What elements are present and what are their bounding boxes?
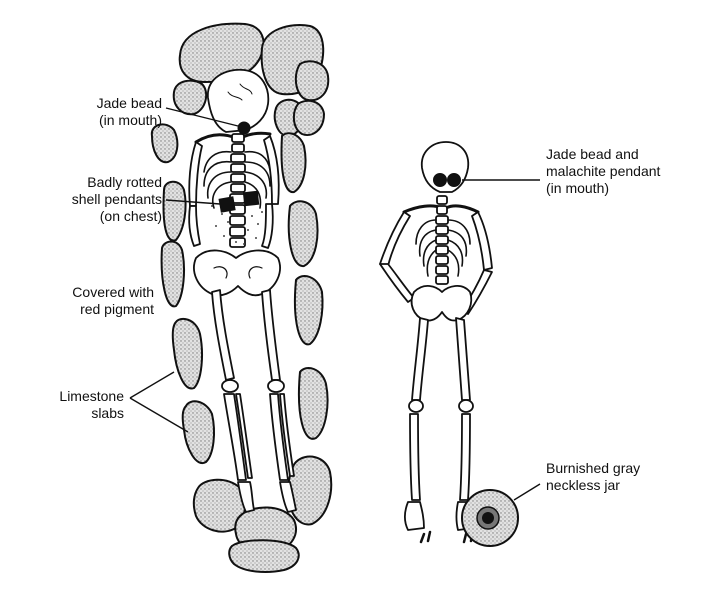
ribs-right [415,219,471,277]
label-line: red pigment [80,301,154,317]
left-humerus-right [379,211,411,267]
slab-right-waist [287,200,319,267]
neckless-jar [461,489,519,547]
label-line: shell pendants [71,191,162,207]
leader-lines [129,107,541,501]
label-line: (on chest) [99,208,162,224]
leader-limestone-2 [129,397,189,433]
label-line: Jade bead [96,95,162,111]
leader-gray-jar [513,483,541,501]
grave-goods-left [218,121,260,213]
label-line: (in mouth) [546,180,610,196]
left-knee-right [408,399,424,413]
toe-bones-right [419,530,474,544]
right-humerus-right [471,211,493,271]
label-jade-bead-mouth: Jade bead (in mouth) [40,95,162,129]
slab-right-upper [292,99,326,136]
slab-left-knee [171,317,203,390]
right-knee-right [458,399,474,413]
slab-right-foot [286,455,333,526]
leader-limestone-1 [129,371,175,399]
limestone-slabs-left-burial [150,22,333,573]
spine-right [435,195,449,285]
slab-left-waist [160,240,185,308]
right-fibula-left [279,393,295,477]
slab-head-right [294,60,330,102]
shell-pendant-left-1 [218,196,236,213]
left-femur-left [211,289,235,381]
label-shell-pendants: Badly rotted shell pendants (on chest) [20,174,162,225]
label-limestone-slabs: Limestone slabs [20,388,124,422]
right-foot-left [279,481,297,513]
grave-goods-right [433,173,461,187]
left-tibia-left [223,393,247,481]
right-femur-right [455,317,471,401]
pelvis-right [410,285,473,322]
label-line: slabs [91,405,124,421]
right-tibia-right [459,413,471,501]
slab-right-chest [280,132,307,194]
label-line: Limestone [59,388,124,404]
right-femur-left [261,289,281,381]
jar-mouth [482,512,494,524]
slab-head-left [172,79,208,116]
left-forearm-left [188,205,201,247]
pelvis-left [193,249,281,297]
leader-jade-bead-left [165,107,239,127]
label-line: Burnished gray [546,460,641,476]
label-gray-jar: Burnished gray neckless jar [546,460,696,494]
left-forearm-right [379,263,415,303]
label-jade-malachite: Jade bead and malachite pendant (in mout… [546,146,696,197]
malachite-pendant-right-mouth [447,173,461,187]
slab-bottom-base [228,539,300,573]
left-foot-right [404,501,425,531]
left-femur-right [411,317,429,401]
jade-bead-right-mouth [433,173,447,187]
left-foot-left [237,481,255,513]
shell-pendant-left-2 [242,190,260,207]
slab-right-knee [294,275,324,346]
left-knee-left [221,379,239,393]
label-line: malachite pendant [546,163,661,179]
skeleton-left-burial [188,68,297,513]
jade-bead-left-mouth [237,121,251,135]
left-humerus-left [188,141,203,207]
slab-left-shoulder [150,123,179,164]
slab-left-chest [162,180,187,242]
label-line: Jade bead and [546,146,639,162]
label-red-pigment: Covered with red pigment [20,284,154,318]
left-tibia-right [409,413,421,501]
right-tibia-left [269,393,289,481]
label-line: Badly rotted [87,174,162,190]
skeleton-right-burial [379,141,493,544]
rotted-chest-area [211,205,263,245]
slab-right-shin [297,367,329,440]
label-line: (in mouth) [98,112,162,128]
slab-left-shin [181,400,215,465]
label-line: neckless jar [546,477,620,493]
right-knee-left [267,379,285,393]
skull-left [207,68,270,133]
right-forearm-left [261,203,274,249]
label-line: Covered with [72,284,154,300]
spine-left [229,133,246,248]
left-fibula-left [235,393,253,479]
leader-shell-pendants [165,199,221,205]
ribs-left [203,150,271,209]
